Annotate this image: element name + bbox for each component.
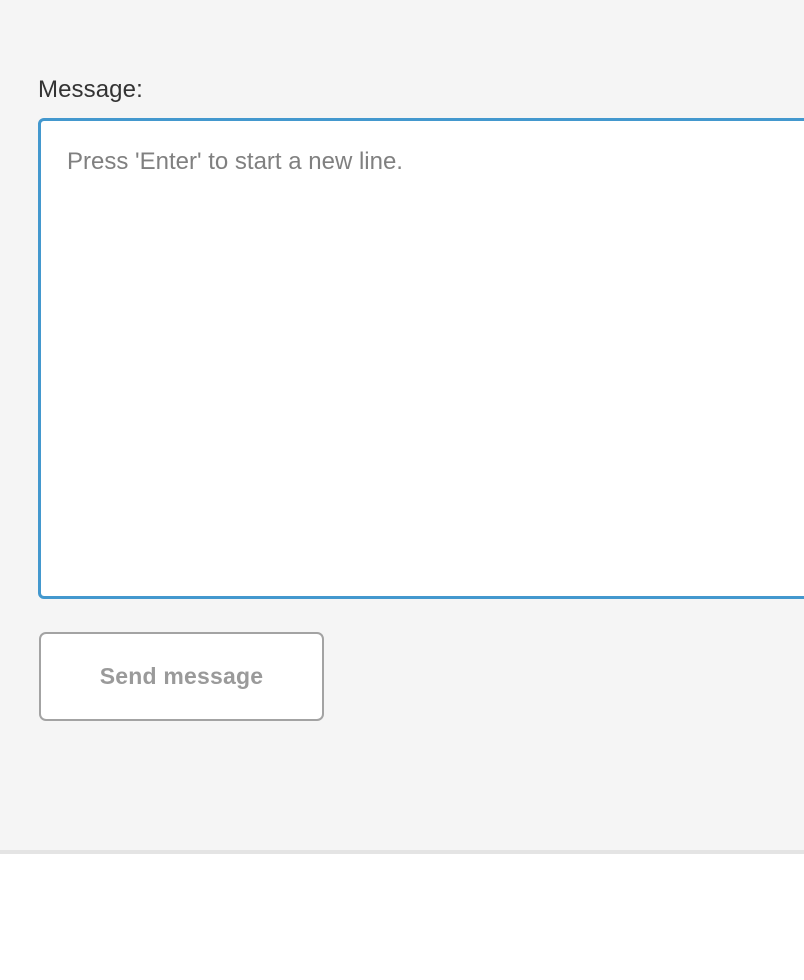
composer-panel: Message: Send message — [38, 76, 804, 721]
send-message-button-label: Send message — [99, 663, 264, 689]
message-input[interactable] — [38, 118, 804, 599]
panel-divider — [0, 850, 804, 854]
page-content-below-composer — [0, 854, 804, 980]
message-field-label: Message: — [38, 76, 143, 103]
send-message-button[interactable]: Send message — [39, 632, 324, 721]
